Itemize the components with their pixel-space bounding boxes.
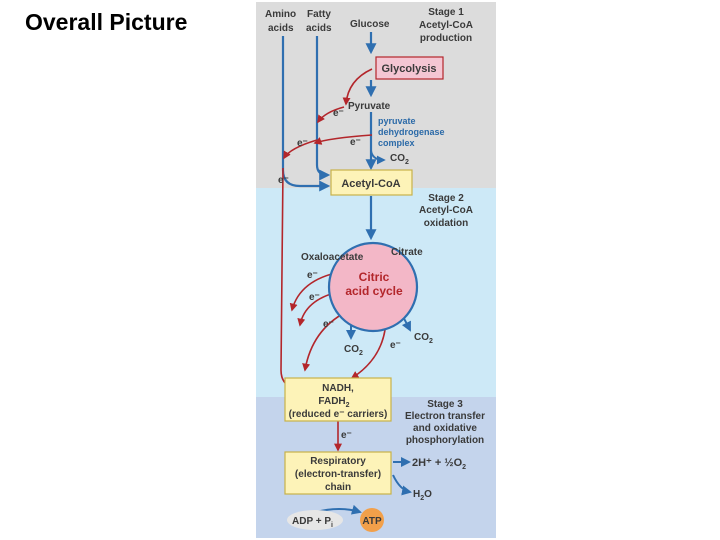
acetyl-coa-label: Acetyl-CoA — [341, 178, 400, 190]
oxygen-formula: 2H⁺ + ½O2 — [412, 457, 466, 471]
fatty-acids-label-1: Fatty — [307, 9, 331, 20]
citric-label-1: Citric — [359, 270, 390, 284]
slide-title: Overall Picture — [25, 9, 188, 35]
electron-pyruvate-arrow — [317, 106, 345, 124]
co2-label-right: CO2 — [414, 332, 433, 345]
glycolysis-label: Glycolysis — [381, 63, 436, 75]
electron-pdh-arrow — [313, 134, 373, 145]
stage1-label: Stage 1 — [428, 7, 464, 18]
electron-label-pdh: e⁻ — [350, 137, 361, 148]
adp-oval — [287, 510, 343, 530]
electron-label-amino: e⁻ — [278, 175, 289, 186]
atp-circle — [360, 508, 384, 532]
resp-label-1: Respiratory — [310, 456, 366, 467]
citrate-label: Citrate — [391, 247, 423, 258]
amino-acids-label-2: acids — [268, 23, 294, 34]
co2-branch-pdh — [370, 149, 386, 165]
co2-label-left: CO2 — [344, 344, 363, 357]
adp-label: ADP + Pi — [292, 516, 333, 529]
electron-fatty-arrow — [283, 139, 318, 160]
fatty-acid-path — [315, 36, 331, 181]
stage3-desc-2: and oxidative — [413, 423, 477, 434]
stage2-desc-2: oxidation — [424, 218, 468, 229]
stage3-desc-3: phosphorylation — [406, 435, 484, 446]
electron-glycolysis-arrow — [342, 68, 373, 106]
electron-label-cycle-2: e⁻ — [309, 292, 320, 303]
resp-label-2: (electron-transfer) — [295, 469, 381, 480]
respiratory-chain-box — [284, 451, 392, 495]
resp-label-3: chain — [325, 482, 351, 493]
pdh-label-2: dehydrogenase — [378, 127, 445, 137]
nadh-label-2: FADH2 — [318, 396, 349, 409]
acetyl-coa-box — [330, 169, 413, 196]
stage3-desc-1: Electron transfer — [405, 411, 485, 422]
nadh-label-1: NADH, — [322, 383, 354, 394]
oxaloacetate-label: Oxaloacetate — [301, 252, 364, 263]
stage2-label: Stage 2 — [428, 193, 464, 204]
glucose-label: Glucose — [350, 19, 390, 30]
amino-acids-label-1: Amino — [265, 9, 296, 20]
electron-cycle-4 — [350, 329, 386, 379]
pyruvate-label: Pyruvate — [348, 101, 391, 112]
electron-label-cycle-3: e⁻ — [323, 319, 334, 330]
stage2-desc-1: Acetyl-CoA — [419, 205, 473, 216]
citric-acid-cycle — [327, 241, 419, 333]
pdh-label-3: complex — [378, 138, 415, 148]
co2-label-pdh: CO2 — [390, 153, 409, 166]
resp-to-water — [392, 474, 412, 496]
stage3-label: Stage 3 — [427, 399, 463, 410]
electron-label-cycle-1: e⁻ — [307, 270, 318, 281]
electron-label-fatty: e⁻ — [297, 138, 308, 149]
fatty-acids-label-2: acids — [306, 23, 332, 34]
electron-label-cycle-4: e⁻ — [390, 340, 401, 351]
atp-label: ATP — [362, 516, 382, 527]
electron-label-pyruvate: e⁻ — [333, 108, 344, 119]
stage1-desc-2: production — [420, 33, 472, 44]
water-label: H2O — [413, 489, 432, 502]
pdh-label-1: pyruvate — [378, 116, 416, 126]
nadh-box — [284, 377, 392, 422]
glycolysis-box — [375, 56, 444, 80]
citric-label-2: acid cycle — [345, 284, 403, 298]
electron-label-nadh: e⁻ — [341, 430, 352, 441]
stage1-desc-1: Acetyl-CoA — [419, 20, 473, 31]
nadh-label-3: (reduced e⁻ carriers) — [289, 409, 388, 420]
